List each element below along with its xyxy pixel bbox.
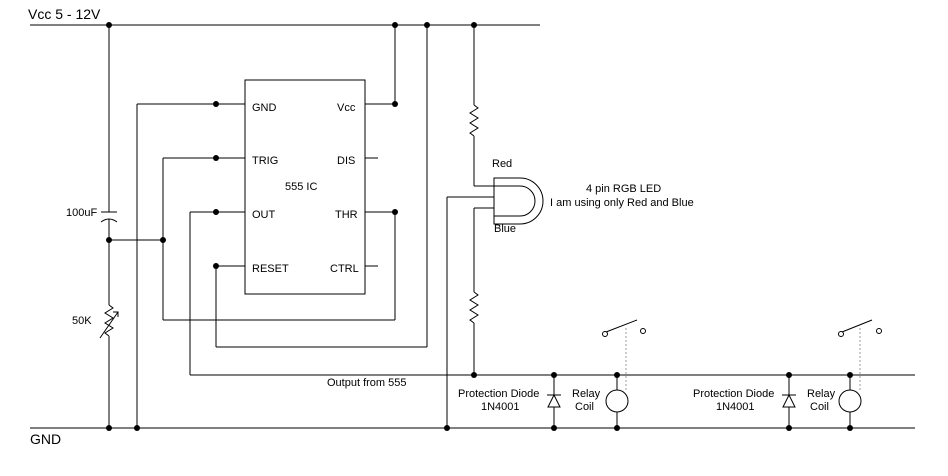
diode-1-label-2: 1N4001 [481, 401, 520, 413]
capacitor-label: 100uF [66, 207, 97, 219]
ic-555-body [244, 79, 366, 295]
relay-stage-1 [547, 319, 646, 428]
relay-2-label-2: Coil [810, 401, 829, 413]
pin-out-label: OUT [252, 209, 276, 221]
led-blue-label: Blue [494, 223, 516, 235]
ic-pin-leads [216, 103, 395, 267]
ic-title: 555 IC [285, 181, 317, 193]
diode-1-label-1: Protection Diode [458, 388, 539, 400]
relay-1-label-1: Relay [572, 388, 601, 400]
led-branch [446, 25, 544, 428]
pin-trig-label: TRIG [252, 155, 278, 167]
switch-1-contact [640, 328, 646, 334]
rgb-led-inner [494, 185, 536, 217]
relay-stage-2 [782, 319, 882, 428]
switch-2-pivot [838, 331, 844, 337]
diode-1 [547, 393, 561, 408]
pin-reset-label: RESET [252, 263, 289, 275]
pin-ctrl-label: CTRL [330, 263, 359, 275]
relay-coil-1 [605, 389, 629, 413]
pin-thr-label: THR [335, 209, 358, 221]
timing-network [99, 25, 163, 428]
rgb-led-body [493, 177, 544, 225]
pin-dis-label: DIS [337, 155, 355, 167]
switch-1-pivot [602, 331, 608, 337]
relay-1-label-2: Coil [575, 401, 594, 413]
junction-dots [106, 22, 853, 431]
relay-2-label-1: Relay [807, 388, 836, 400]
led-red-label: Red [492, 158, 512, 170]
vcc-label: Vcc 5 - 12V [28, 6, 101, 22]
resistor-bottom [469, 291, 479, 324]
resistor-top [469, 104, 479, 137]
pin-vcc-label: Vcc [337, 102, 356, 114]
ic-wiring [136, 25, 428, 428]
relay-coil-2 [838, 389, 862, 413]
led-desc-1: 4 pin RGB LED [586, 183, 661, 195]
pot-label: 50K [72, 315, 92, 327]
led-desc-2: I am using only Red and Blue [550, 197, 694, 209]
switch-2-contact [876, 328, 882, 334]
output-label: Output from 555 [327, 377, 407, 389]
pin-gnd-label: GND [252, 102, 277, 114]
diode-2 [782, 393, 796, 408]
switch-1-lever [605, 319, 638, 333]
potentiometer [104, 304, 114, 337]
diode-2-label-1: Protection Diode [693, 388, 774, 400]
gnd-label: GND [30, 431, 61, 447]
diode-2-label-2: 1N4001 [716, 401, 755, 413]
switch-2-lever [841, 319, 873, 333]
